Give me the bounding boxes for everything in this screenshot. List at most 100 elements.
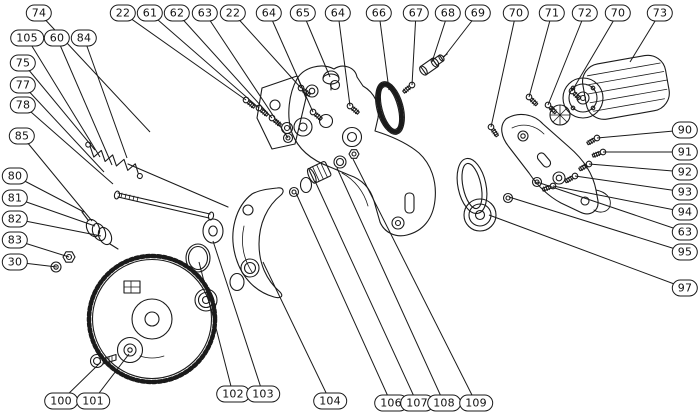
callout-70[interactable]: 70	[502, 4, 530, 22]
part-number-label: 65	[295, 6, 311, 20]
callout-72[interactable]: 72	[571, 4, 599, 22]
motor-housing	[582, 54, 670, 120]
part-number-label: 61	[142, 6, 158, 20]
callout-22[interactable]: 22	[109, 4, 137, 22]
part-number-label: 77	[15, 78, 31, 92]
part-number-label: 60	[49, 31, 65, 45]
arbor-bolt	[89, 353, 117, 369]
callout-106[interactable]: 106	[374, 394, 408, 412]
callout-97[interactable]: 97	[671, 279, 699, 297]
callout-64[interactable]: 64	[255, 4, 283, 22]
callout-109[interactable]: 109	[459, 394, 493, 412]
part-number-label: 91	[677, 145, 693, 159]
callout-68[interactable]: 68	[434, 4, 462, 22]
callout-80[interactable]: 80	[1, 167, 29, 185]
spindle-gear-parts	[299, 149, 360, 194]
callout-63[interactable]: 63	[671, 223, 699, 241]
callout-64[interactable]: 64	[324, 4, 352, 22]
main-arm-casting	[288, 65, 436, 237]
part-number-label: 100	[50, 394, 72, 408]
part-number-label: 64	[261, 6, 277, 20]
drive-belt	[375, 81, 405, 135]
callout-70[interactable]: 70	[604, 4, 632, 22]
part-number-label: 102	[222, 387, 244, 401]
part-number-label: 81	[7, 191, 23, 205]
part-number-label: 108	[433, 396, 455, 410]
part-number-label: 90	[677, 123, 693, 137]
callout-66[interactable]: 66	[365, 4, 393, 22]
callout-105[interactable]: 105	[10, 29, 44, 47]
callout-67[interactable]: 67	[402, 4, 430, 22]
part-number-label: 66	[371, 6, 387, 20]
part-number-label: 94	[677, 205, 693, 219]
callout-108[interactable]: 108	[427, 394, 461, 412]
part-number-label: 70	[508, 6, 524, 20]
callout-60[interactable]: 60	[43, 29, 71, 47]
callout-73[interactable]: 73	[646, 4, 674, 22]
hex-nut	[62, 251, 76, 263]
callout-102[interactable]: 102	[216, 385, 250, 403]
callout-85[interactable]: 85	[8, 127, 36, 145]
callout-91[interactable]: 91	[671, 143, 699, 161]
callout-69[interactable]: 69	[464, 4, 492, 22]
part-number-label: 64	[330, 6, 346, 20]
callout-101[interactable]: 101	[76, 392, 110, 410]
callout-62[interactable]: 62	[163, 4, 191, 22]
saw-blade	[86, 253, 218, 385]
part-number-label: 105	[16, 31, 38, 45]
callout-90[interactable]: 90	[671, 121, 699, 139]
part-number-label: 63	[677, 225, 693, 239]
callout-93[interactable]: 93	[671, 183, 699, 201]
part-number-label: 93	[677, 185, 693, 199]
callout-104[interactable]: 104	[313, 392, 347, 410]
part-number-label: 78	[15, 98, 31, 112]
callout-95[interactable]: 95	[671, 243, 699, 261]
leader-lines	[14, 12, 686, 404]
part-number-label: 73	[652, 6, 668, 20]
callout-22[interactable]: 22	[219, 4, 247, 22]
part-number-label: 83	[7, 233, 23, 247]
callout-71[interactable]: 71	[538, 4, 566, 22]
part-number-label: 82	[7, 212, 23, 226]
guard-lever	[232, 187, 284, 299]
callout-92[interactable]: 92	[671, 163, 699, 181]
callout-83[interactable]: 83	[1, 231, 29, 249]
callout-77[interactable]: 77	[9, 76, 37, 94]
spacer-ring	[229, 258, 260, 292]
part-number-label: 103	[252, 387, 274, 401]
part-number-label: 71	[544, 6, 560, 20]
callout-82[interactable]: 82	[1, 210, 29, 228]
v-belt	[456, 157, 488, 215]
motor-bracket	[501, 113, 611, 215]
callout-100[interactable]: 100	[44, 392, 78, 410]
callout-78[interactable]: 78	[9, 96, 37, 114]
callout-61[interactable]: 61	[136, 4, 164, 22]
callout-74[interactable]: 74	[25, 4, 53, 22]
retaining-ring	[185, 243, 211, 273]
lock-knob	[322, 70, 340, 91]
part-number-label: 75	[15, 56, 31, 70]
callout-63[interactable]: 63	[191, 4, 219, 22]
part-number-label: 62	[169, 6, 185, 20]
part-number-label: 74	[31, 6, 47, 20]
callout-75[interactable]: 75	[9, 54, 37, 72]
callout-107[interactable]: 107	[400, 394, 434, 412]
callout-103[interactable]: 103	[246, 385, 280, 403]
part-number-label: 101	[82, 394, 104, 408]
callout-30[interactable]: 30	[1, 253, 29, 271]
part-number-label: 107	[406, 396, 428, 410]
callout-84[interactable]: 84	[70, 29, 98, 47]
part-number-label: 95	[677, 245, 693, 259]
part-number-label: 68	[440, 6, 456, 20]
pulley	[463, 198, 497, 232]
callout-65[interactable]: 65	[289, 4, 317, 22]
part-number-label: 104	[319, 394, 341, 408]
part-number-label: 67	[408, 6, 424, 20]
part-number-label: 72	[577, 6, 593, 20]
part-number-label: 85	[14, 129, 30, 143]
part-number-label: 97	[677, 281, 693, 295]
callout-94[interactable]: 94	[671, 203, 699, 221]
callout-81[interactable]: 81	[1, 189, 29, 207]
